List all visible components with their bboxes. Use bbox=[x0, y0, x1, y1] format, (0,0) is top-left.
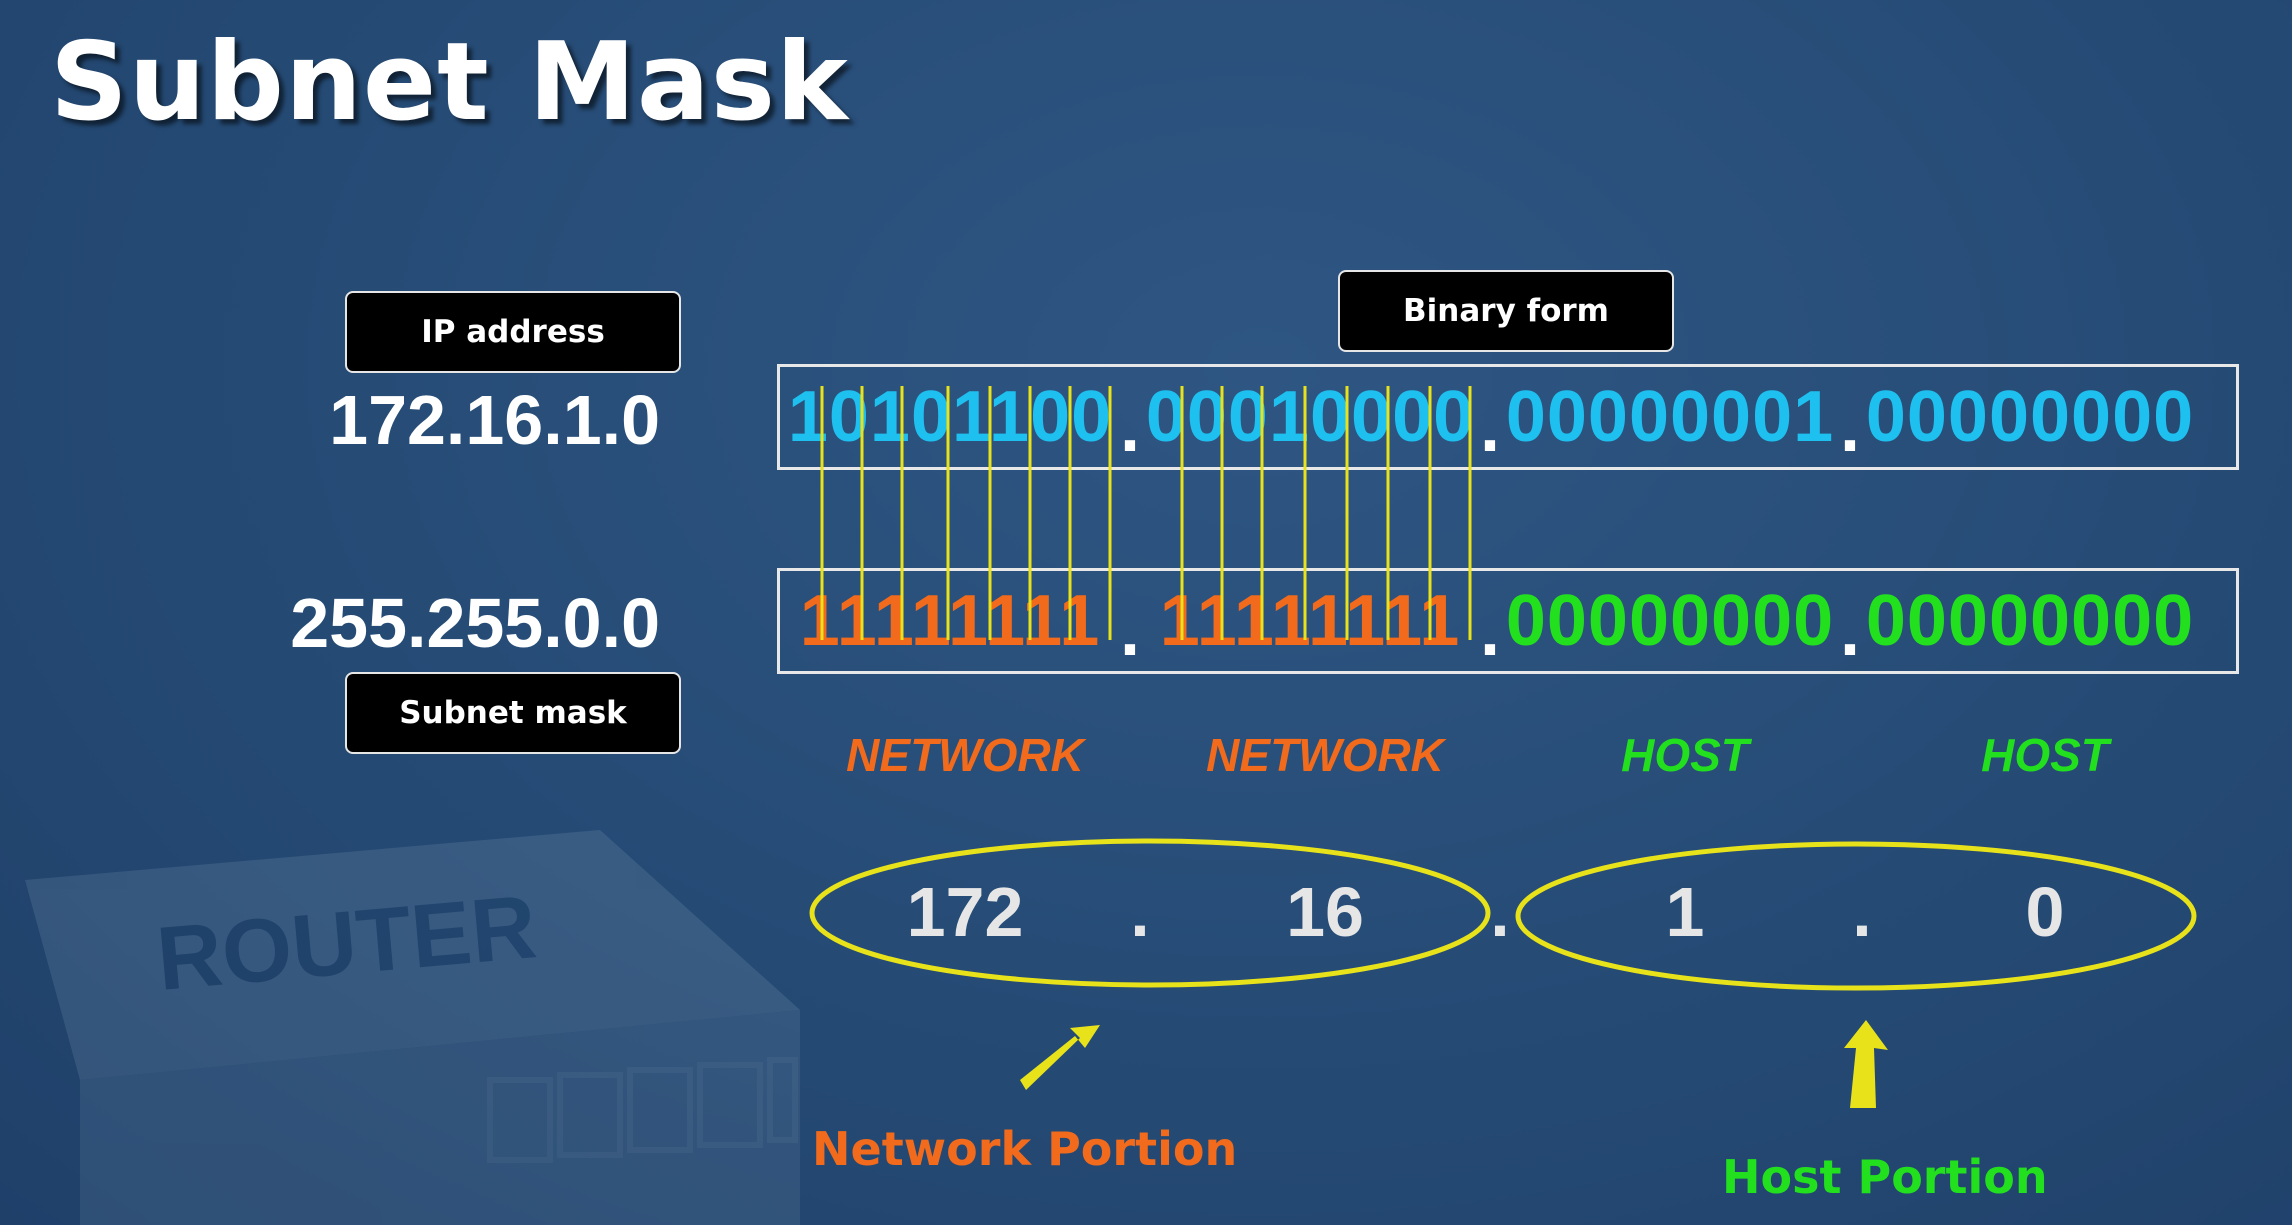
portion-label-host-2: HOST bbox=[1981, 729, 2109, 781]
mask-binary-octet-3: 00000000 bbox=[1505, 581, 1835, 661]
ip-binary-octet-2: 00010000 bbox=[1145, 377, 1475, 457]
octet-dot: . bbox=[1852, 873, 1872, 951]
bit-alignment-lines bbox=[820, 386, 1472, 640]
octet-decimal-1: 172 bbox=[906, 873, 1024, 951]
mask-binary-dot: . bbox=[1119, 591, 1140, 671]
portion-label-host-1: HOST bbox=[1621, 729, 1749, 781]
host-arrow-icon bbox=[1844, 1020, 1888, 1108]
octet-dot: . bbox=[1490, 873, 1510, 951]
host-portion-ellipse bbox=[1515, 841, 2197, 991]
ip-binary-dot: . bbox=[1479, 387, 1500, 467]
octet-decimal-4: 0 bbox=[2025, 873, 2065, 951]
mask-binary-dot: . bbox=[1839, 591, 1860, 671]
network-portion-caption: Network Portion bbox=[812, 1122, 1238, 1176]
octet-dot: . bbox=[1130, 873, 1150, 951]
binary-form-label: Binary form bbox=[1338, 270, 1674, 352]
ip-address-decimal: 172.16.1.0 bbox=[329, 381, 660, 459]
ip-binary-dot: . bbox=[1119, 387, 1140, 467]
subnet-mask-label: Subnet mask bbox=[345, 672, 681, 754]
network-arrow-icon bbox=[1020, 1025, 1100, 1090]
octet-decimal-2: 16 bbox=[1286, 873, 1364, 951]
page-title: Subnet Mask bbox=[50, 20, 849, 145]
subnet-mask-decimal: 255.255.0.0 bbox=[290, 584, 660, 662]
octet-decimal-3: 1 bbox=[1665, 873, 1705, 951]
portion-label-network-2: NETWORK bbox=[1206, 729, 1444, 781]
host-portion-caption: Host Portion bbox=[1722, 1150, 2048, 1204]
ip-binary-octet-4: 00000000 bbox=[1865, 377, 2195, 457]
mask-binary-octet-4: 00000000 bbox=[1865, 581, 2195, 661]
ip-binary-octet-3: 00000001 bbox=[1505, 377, 1835, 457]
mask-binary-octet-2: 11111111 bbox=[1159, 581, 1461, 661]
portion-label-network-1: NETWORK bbox=[846, 729, 1084, 781]
network-portion-ellipse bbox=[809, 838, 1491, 988]
mask-binary-dot: . bbox=[1479, 591, 1500, 671]
ip-binary-dot: . bbox=[1839, 387, 1860, 467]
ip-address-label: IP address bbox=[345, 291, 681, 373]
